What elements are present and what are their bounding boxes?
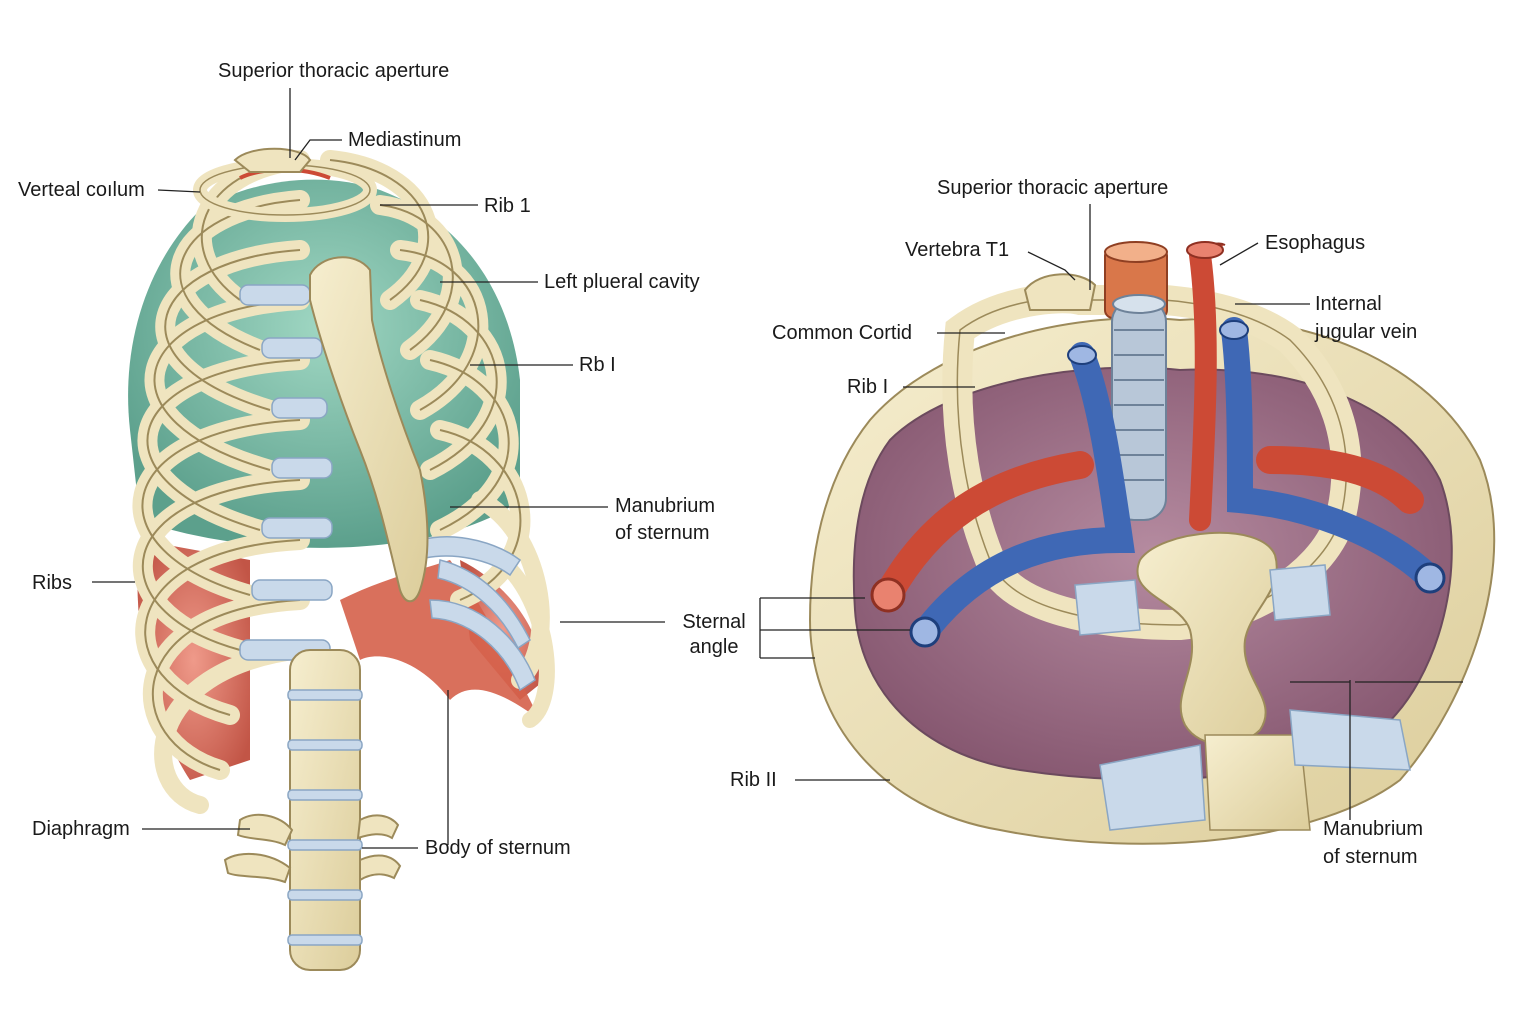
label-rib-i-left: Rb I [579, 354, 616, 376]
label-rib-i-right: Rib I [847, 376, 889, 398]
left-leader-lines [92, 88, 665, 849]
label-sternal-angle-line1: Sternal [682, 611, 746, 633]
right-rib-outlines [329, 159, 522, 601]
label-superior-thoracic-aperture-left: Superior thoracic aperture [218, 60, 450, 82]
vein-left [912, 342, 1135, 645]
label-diaphragm: Diaphragm [32, 818, 130, 840]
right-leader-lines [759, 204, 1463, 820]
label-rib-1: Rib 1 [484, 195, 531, 217]
right-aperture-view [808, 241, 1496, 845]
left-thoracic-cage [128, 147, 555, 971]
diaphragm-shape [340, 560, 540, 720]
label-rib-ii: Rib II [730, 769, 777, 791]
vertebral-column [223, 649, 402, 971]
label-sternal-angle-line2: angle [689, 636, 739, 658]
label-body-of-sternum: Body of sternum [425, 837, 571, 859]
sternum-shape [309, 256, 429, 603]
vein-right [1221, 317, 1443, 591]
label-ribs: Ribs [32, 572, 73, 594]
left-costal-cartilages [239, 284, 333, 661]
artery-right [1256, 446, 1424, 514]
jugular-artery-right [1189, 244, 1217, 531]
label-internal-jugular-line1: Internal [1315, 293, 1382, 315]
label-manubrium-right-line1: Manubrium [1323, 818, 1424, 840]
sternum-body-shape [1204, 734, 1311, 831]
label-manubrium-left-line1: Manubrium [615, 495, 716, 517]
trachea [1111, 294, 1167, 521]
label-verteal-column: Verteal coılum [18, 179, 145, 201]
right-costal-cartilages [419, 536, 536, 692]
manubrium-shape [1136, 531, 1278, 746]
label-esophagus: Esophagus [1265, 232, 1366, 254]
label-manubrium-left-line2: of sternum [615, 522, 710, 544]
label-vertebra-t1: Vertebra T1 [905, 239, 1010, 261]
top-vertebra-shape [233, 147, 312, 173]
label-left-pleural-cavity: Left plueral cavity [544, 271, 700, 293]
label-internal-jugular-line2: jugular vein [1315, 321, 1418, 343]
label-superior-thoracic-aperture-right: Superior thoracic aperture [937, 177, 1169, 199]
label-mediastinum: Mediastinum [348, 129, 462, 151]
label-manubrium-right-line2: of sternum [1323, 846, 1418, 868]
vertebra-t1-shape [1023, 273, 1097, 311]
artery-left [874, 451, 1094, 609]
label-common-carotid: Common Cortid [772, 322, 913, 344]
